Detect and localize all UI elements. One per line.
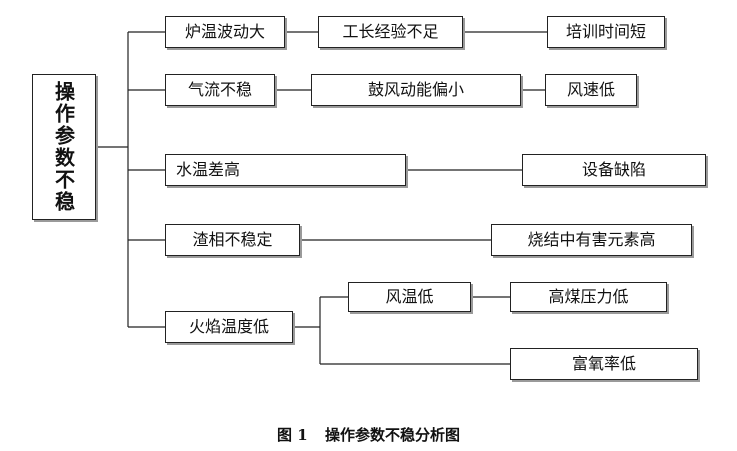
figure-number: 图 1: [277, 426, 308, 444]
mid-box-blast-energy: 鼓风动能偏小: [311, 74, 521, 106]
leaf-box-wind-speed: 风速低: [545, 74, 637, 106]
mid-box-blast-temp: 风温低: [348, 282, 471, 312]
mid-label: 风温低: [385, 287, 434, 306]
root-box: 操作参数不稳: [32, 74, 96, 220]
root-label: 操作参数不稳: [51, 81, 76, 213]
leaf-label: 培训时间短: [565, 22, 646, 41]
cause-label: 火焰温度低: [188, 317, 269, 336]
leaf-box-training: 培训时间短: [547, 16, 665, 48]
leaf-label: 烧结中有害元素高: [527, 230, 656, 249]
cause-box-slag: 渣相不稳定: [165, 224, 300, 256]
leaf-box-harmful-elements: 烧结中有害元素高: [491, 224, 692, 256]
leaf-box-oxygen-rate: 富氧率低: [510, 348, 698, 380]
leaf-label: 风速低: [566, 80, 615, 99]
cause-label: 渣相不稳定: [192, 230, 273, 249]
mid-box-experience: 工长经验不足: [318, 16, 463, 48]
leaf-label: 高煤压力低: [548, 287, 629, 306]
cause-box-flame-temp: 火焰温度低: [165, 311, 293, 343]
cause-label: 气流不稳: [187, 80, 252, 99]
figure-caption: 图 1 操作参数不稳分析图: [0, 424, 737, 445]
cause-label: 炉温波动大: [184, 22, 265, 41]
leaf-label: 设备缺陷: [581, 160, 646, 179]
figure-title: 操作参数不稳分析图: [324, 426, 460, 444]
cause-box-furnace-temp: 炉温波动大: [165, 16, 285, 48]
mid-label: 鼓风动能偏小: [367, 80, 464, 99]
mid-label: 工长经验不足: [342, 22, 439, 41]
leaf-box-equipment: 设备缺陷: [522, 154, 706, 186]
cause-label: 水温差高: [176, 160, 241, 179]
leaf-box-coal-pressure: 高煤压力低: [510, 282, 667, 312]
cause-box-airflow: 气流不稳: [165, 74, 275, 106]
leaf-label: 富氧率低: [571, 354, 636, 373]
cause-box-water-temp: 水温差高: [165, 154, 406, 186]
